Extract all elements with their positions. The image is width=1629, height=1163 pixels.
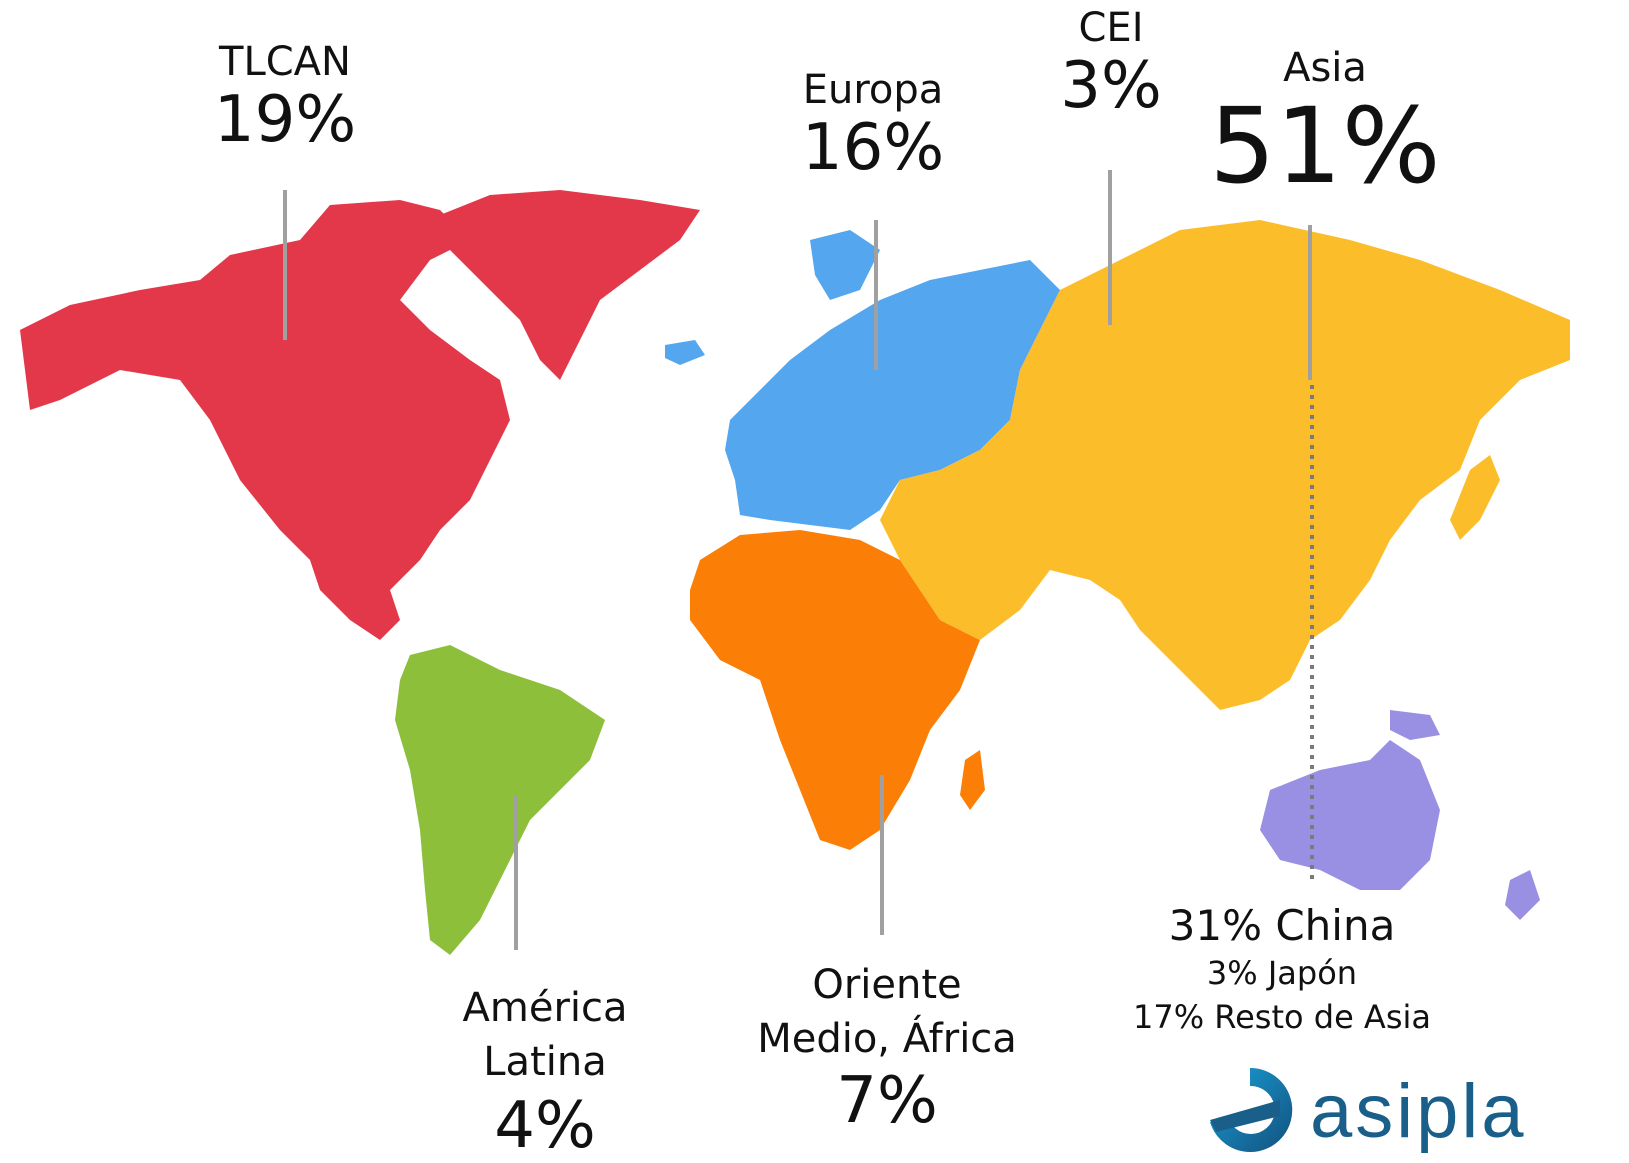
region-oceania-png-shape xyxy=(1390,710,1440,740)
label-mea-pct: 7% xyxy=(836,1064,938,1138)
label-asia-pct: 51% xyxy=(1209,85,1441,207)
region-tlcan-greenland-shape xyxy=(440,190,700,380)
region-asia-japan-shape xyxy=(1450,455,1500,540)
label-latam: América Latina 4% xyxy=(463,988,628,1158)
label-cei-pct: 3% xyxy=(1060,49,1162,123)
label-tlcan-name: TLCAN xyxy=(219,39,351,85)
region-mea-shape xyxy=(690,530,980,850)
region-europa-iceland-shape xyxy=(665,340,705,365)
label-asia: Asia 51% xyxy=(1209,48,1440,198)
asia-breakdown-rest: 17% Resto de Asia xyxy=(1133,998,1431,1036)
label-cei: CEI 3% xyxy=(1060,8,1162,118)
asipla-logo-mark-icon xyxy=(1210,1067,1293,1152)
label-europa-name: Europa xyxy=(802,67,944,113)
label-latam-name-line2: Latina xyxy=(483,1039,607,1085)
label-mea-name-line2: Medio, África xyxy=(757,1016,1017,1062)
label-tlcan: TLCAN 19% xyxy=(214,42,356,152)
asia-breakdown-japan: 3% Japón xyxy=(1206,954,1358,992)
region-europa-shape xyxy=(725,260,1060,530)
region-mea-madagascar-shape xyxy=(960,750,985,810)
region-tlcan-shape xyxy=(20,200,510,640)
region-asia-shape xyxy=(880,220,1570,710)
region-europa-scandinavia-shape xyxy=(810,230,880,300)
label-europa-pct: 16% xyxy=(801,111,945,185)
label-asia-name: Asia xyxy=(1283,45,1367,91)
region-latam-shape xyxy=(395,645,605,955)
label-mea: Oriente Medio, África 7% xyxy=(757,965,1017,1133)
asia-breakdown: 31% China 3% Japón 17% Resto de Asia xyxy=(1133,901,1431,1036)
label-mea-name-line1: Oriente xyxy=(812,962,962,1008)
region-oceania-nz-shape xyxy=(1505,870,1540,920)
asipla-logo: asipla xyxy=(1200,1060,1530,1160)
label-tlcan-pct: 19% xyxy=(213,83,357,157)
asipla-logo-text: asipla xyxy=(1310,1069,1527,1154)
label-latam-pct: 4% xyxy=(494,1089,596,1163)
region-oceania-shape xyxy=(1260,740,1440,890)
asia-breakdown-china: 31% China xyxy=(1168,901,1396,950)
label-europa: Europa 16% xyxy=(802,70,944,180)
label-cei-name: CEI xyxy=(1078,5,1144,51)
label-latam-name-line1: América xyxy=(462,985,628,1031)
